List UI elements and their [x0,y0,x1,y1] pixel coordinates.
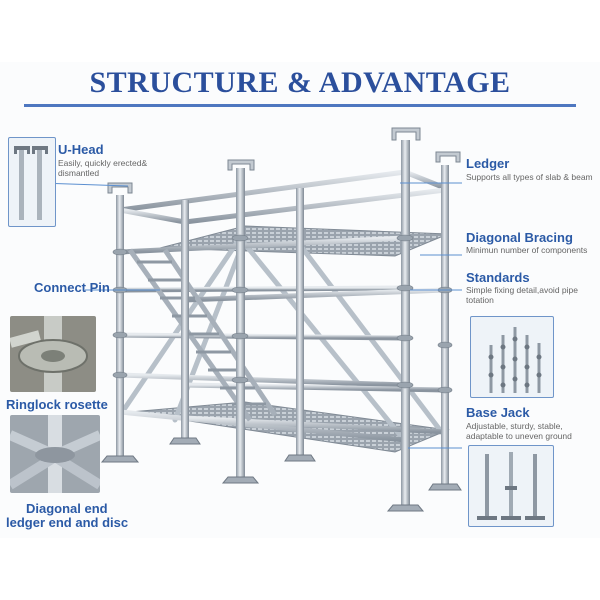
base-plates [100,437,462,512]
standards-desc-1: Simple fixing detail,avoid pipe [466,285,578,295]
diagonal-bracing-desc: Minimun number of components [466,245,588,255]
base-jack-inset [468,445,554,527]
base-jack-desc-2: adaptable to uneven ground [466,431,572,441]
diagonal-end-title-2: ledger end and disc [6,515,129,530]
ringlock-rosette-icon [10,316,88,392]
leader-lines [39,182,462,449]
standards-icon [488,327,542,393]
base-jack-desc-1: Adjustable, sturdy, stable, [466,421,563,431]
u-head-title: U-Head [58,142,104,157]
ledgers [117,169,448,443]
u-head-desc-1: Easily, quickly erected& [58,158,148,168]
diagonal-end-photo [10,415,100,493]
u-head-icon [14,146,48,220]
diagonal-end-title-1: Diagonal end [26,501,108,516]
ledger-title: Ledger [466,156,510,171]
diagonal-end-disc-icon [10,415,100,493]
standards-desc-2: totation [466,295,494,305]
u-head-inset [8,137,56,227]
base-jack-icon [477,452,545,520]
u-head-desc-2: dismantled [58,168,100,178]
title-underline [24,104,576,107]
top-margin [0,0,600,62]
connect-pin-title: Connect Pin [34,280,110,295]
base-jack-title: Base Jack [466,405,530,420]
ringlock-photo [10,316,96,392]
bottom-margin [0,538,600,600]
standards-posts [116,140,449,506]
diagonal-bracing-title: Diagonal Bracing [466,230,573,245]
ringlock-title: Ringlock rosette [6,397,108,412]
standards-title: Standards [466,270,530,285]
ledger-desc: Supports all types of slab & beam [466,172,593,182]
page-title: STRUCTURE & ADVANTAGE [89,66,511,99]
rosettes [112,234,453,394]
standards-inset [470,316,554,398]
access-stair [127,248,278,422]
